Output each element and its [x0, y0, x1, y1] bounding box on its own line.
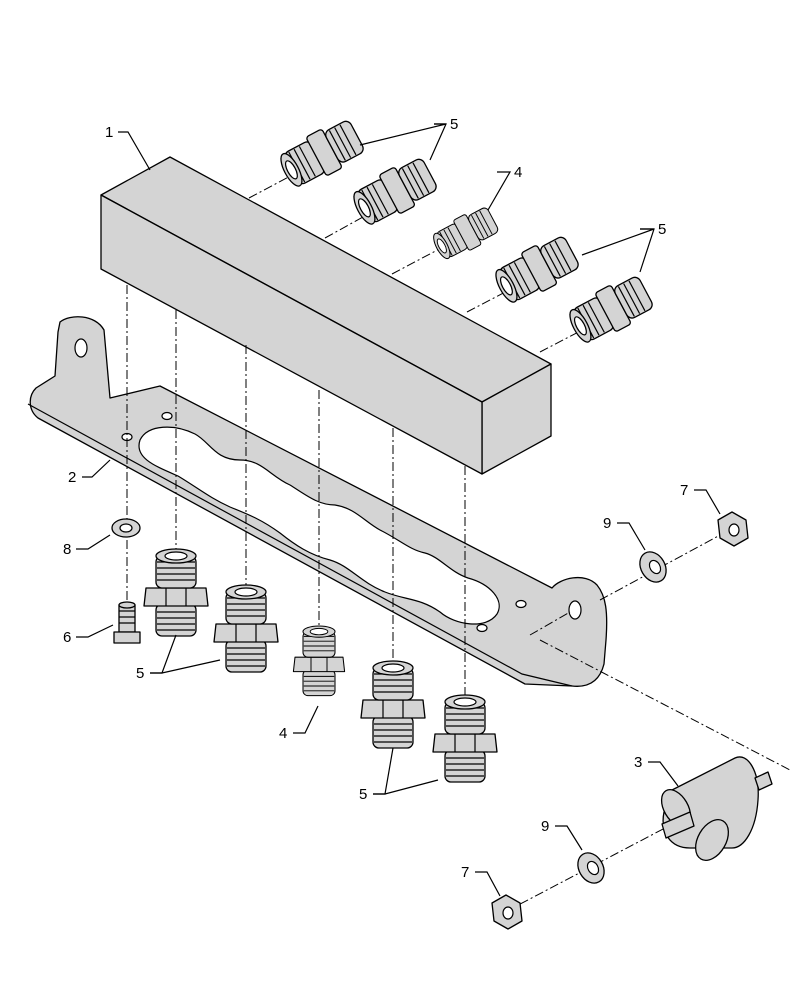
callout-2: 2	[68, 469, 76, 486]
fitting-top-4	[495, 236, 579, 303]
fittings-group	[143, 120, 653, 783]
fitting-top-2	[353, 158, 437, 225]
callout-8: 8	[63, 541, 71, 558]
callout-7-lower: 7	[461, 864, 469, 881]
fitting-top-5	[569, 276, 653, 343]
callout-labels: 1 2 3 4 4 5 5 5 5 6 7 7 8 9 9	[63, 116, 688, 881]
mounting-plate	[27, 316, 608, 687]
callout-6: 6	[63, 629, 71, 646]
fitting-bottom-3	[292, 625, 346, 697]
fitting-top-1	[280, 120, 364, 187]
fitting-bottom-2	[213, 584, 279, 673]
fitting-bottom-4	[360, 660, 426, 749]
callout-9-lower: 9	[541, 818, 549, 835]
fitting-bottom-1	[143, 548, 209, 637]
callout-7-upper: 7	[680, 482, 688, 499]
callout-5-top-left: 5	[450, 116, 458, 133]
leader-lines	[76, 123, 721, 897]
callout-4-bottom: 4	[279, 725, 287, 742]
callout-4-top: 4	[514, 164, 522, 181]
bolt	[113, 601, 141, 644]
nut-7-upper	[717, 511, 749, 547]
port-cutout	[138, 426, 500, 625]
callout-5-top-right: 5	[658, 221, 666, 238]
fitting-bottom-5	[432, 694, 498, 783]
washer-9-lower	[577, 852, 605, 884]
nut-7-lower	[491, 894, 523, 930]
washer-8	[111, 518, 141, 538]
isolator-mount	[660, 756, 773, 861]
callout-5-bottom-right: 5	[359, 786, 367, 803]
callout-9-upper: 9	[603, 515, 611, 532]
manifold-block	[100, 156, 552, 475]
fitting-top-3	[433, 207, 499, 260]
callout-1: 1	[105, 124, 113, 141]
callout-3: 3	[634, 754, 642, 771]
washer-9-upper	[639, 551, 667, 583]
callout-5-bottom-left: 5	[136, 665, 144, 682]
